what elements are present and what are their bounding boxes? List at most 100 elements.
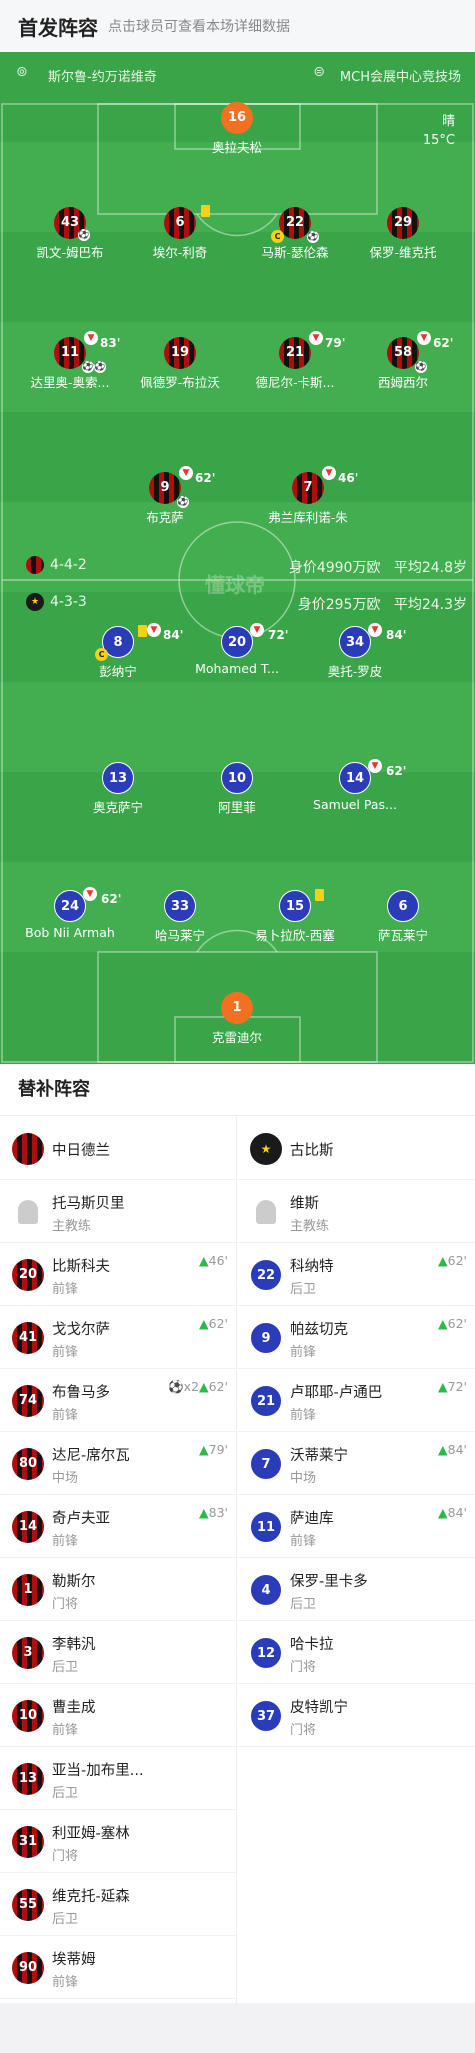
home-player[interactable]: 9▼62'⚽ 布克萨 [100, 466, 230, 526]
home-player[interactable]: 43⚽ 凯文-姆巴布 [5, 207, 135, 261]
substitutes-title: 替补阵容 [0, 1064, 475, 1116]
away-player[interactable]: 15 易卜拉欣-西塞 [230, 889, 360, 944]
player-jersey: 13 [102, 762, 134, 794]
sub-out-icon: ▼ [322, 466, 336, 480]
player-name: 奥托-罗皮 [327, 664, 383, 679]
sub-out-icon: ▼ [309, 331, 323, 345]
player-position: 前锋 [52, 1723, 79, 1738]
home-player[interactable]: 11▼83'⚽⚽ 达里奥-奥索... [5, 331, 135, 391]
home-player[interactable]: 21▼79' 德尼尔-卡斯... [230, 331, 360, 391]
away-team-row[interactable]: ★ 古比斯 [238, 1117, 475, 1180]
player-name: 易卜拉欣-西塞 [255, 928, 335, 943]
sub-minute: 62' [433, 336, 454, 350]
away-player[interactable]: 24▼62' Bob Nii Armah [5, 887, 135, 940]
goal-ball-icon: ⚽ [78, 229, 90, 241]
away-player[interactable]: 8▼84'C 彭纳宁 [53, 623, 183, 680]
weather: 晴 15°C [423, 112, 455, 150]
sub-minute: 62' [208, 1379, 228, 1394]
away-player[interactable]: 34▼84' 奥托-罗皮 [290, 623, 420, 680]
away-formation-shape: 4-3-3 [50, 594, 87, 610]
player-position: 前锋 [290, 1345, 317, 1360]
lineup-header: 首发阵容 点击球员可查看本场详细数据 [0, 0, 475, 52]
player-jersey: 20▼72' [221, 623, 288, 658]
player-name: 萨迪库 [290, 1511, 334, 1527]
player-name: 萨瓦莱宁 [377, 928, 428, 943]
captain-icon: C [271, 230, 284, 243]
player-jersey: 12 [250, 1637, 282, 1669]
page-bottom [0, 2003, 475, 2053]
away-player[interactable]: 20▼72' Mohamed T... [172, 623, 302, 676]
player-name: Samuel Pas... [313, 797, 397, 812]
player-name: 保罗-里卡多 [290, 1574, 368, 1590]
player-name: 达尼-席尔瓦 [52, 1448, 130, 1464]
home-player[interactable]: 58▼62'⚽ 西姆西尔 [338, 331, 468, 391]
sub-out-icon: ▼ [417, 331, 431, 345]
home-player[interactable]: 29 保罗-维克托 [338, 207, 468, 261]
away-player[interactable]: 14▼62' Samuel Pas... [290, 759, 420, 812]
home-player[interactable]: 7▼46' 弗兰库利诺-朱 [243, 466, 373, 526]
player-jersey: 8▼84'C [95, 623, 183, 661]
goal-ball-icon: ⚽ [415, 361, 427, 373]
sub-in-info: ▲79' [199, 1442, 228, 1457]
player-name: 亚当-加布里... [52, 1763, 144, 1779]
player-name: 阿里菲 [218, 800, 256, 815]
home-formation: 4-4-2 身价4990万欧 平均24.8岁 [0, 555, 475, 579]
goal-ball-icon: ⚽ [82, 361, 94, 373]
sub-in-icon: ▲ [438, 1442, 448, 1457]
player-position: 后卫 [52, 1912, 79, 1927]
sub-in-info: ▲72' [438, 1379, 467, 1394]
player-name: 布鲁马多 [52, 1385, 110, 1401]
player-position: 中场 [52, 1471, 79, 1486]
referee-name: 斯尔鲁-约万诺维奇 [48, 70, 157, 85]
away-player[interactable]: 13 奥克萨宁 [53, 762, 183, 816]
sub-in-icon: ▲ [438, 1316, 448, 1331]
player-position: 前锋 [290, 1408, 317, 1423]
home-coach-row[interactable]: 托马斯贝里 主教练 [0, 1180, 236, 1243]
player-name: 克雷迪尔 [211, 1030, 262, 1045]
stadium-icon: ⊜ [313, 64, 325, 80]
home-team-row[interactable]: 中日德兰 [0, 1117, 236, 1180]
player-jersey: 55 [12, 1889, 44, 1921]
player-name: 马斯-瑟伦森 [261, 245, 329, 260]
sub-out-icon: ▼ [84, 331, 98, 345]
sub-in-info: ▲62' [199, 1316, 228, 1331]
away-player-gk[interactable]: 1 克雷迪尔 [172, 992, 302, 1046]
away-coach-row[interactable]: 维斯 主教练 [238, 1180, 475, 1243]
away-player[interactable]: 10 阿里菲 [172, 762, 302, 816]
yellow-card-icon [201, 205, 210, 217]
home-player[interactable]: 19 佩德罗-布拉沃 [115, 337, 245, 391]
sub-in-info: ⚽x2▲62' [168, 1379, 228, 1395]
home-player[interactable]: 6 埃尔-利奇 [115, 205, 245, 261]
away-player[interactable]: 6 萨瓦莱宁 [338, 890, 468, 944]
home-player-gk[interactable]: 16 奥拉夫松 [172, 102, 302, 156]
away-player[interactable]: 33 哈马莱宁 [115, 890, 245, 944]
player-name: 帕兹切克 [290, 1322, 348, 1338]
goal-ball-icon: ⚽ [307, 231, 319, 243]
pitch: ⊚ 斯尔鲁-约万诺维奇 ⊜ MCH会展中心竞技场 晴 15°C 懂球帝 4-4-… [0, 52, 475, 1064]
player-jersey: 14▼62' [339, 759, 406, 794]
goal-ball-icon: ⚽ [177, 496, 189, 508]
